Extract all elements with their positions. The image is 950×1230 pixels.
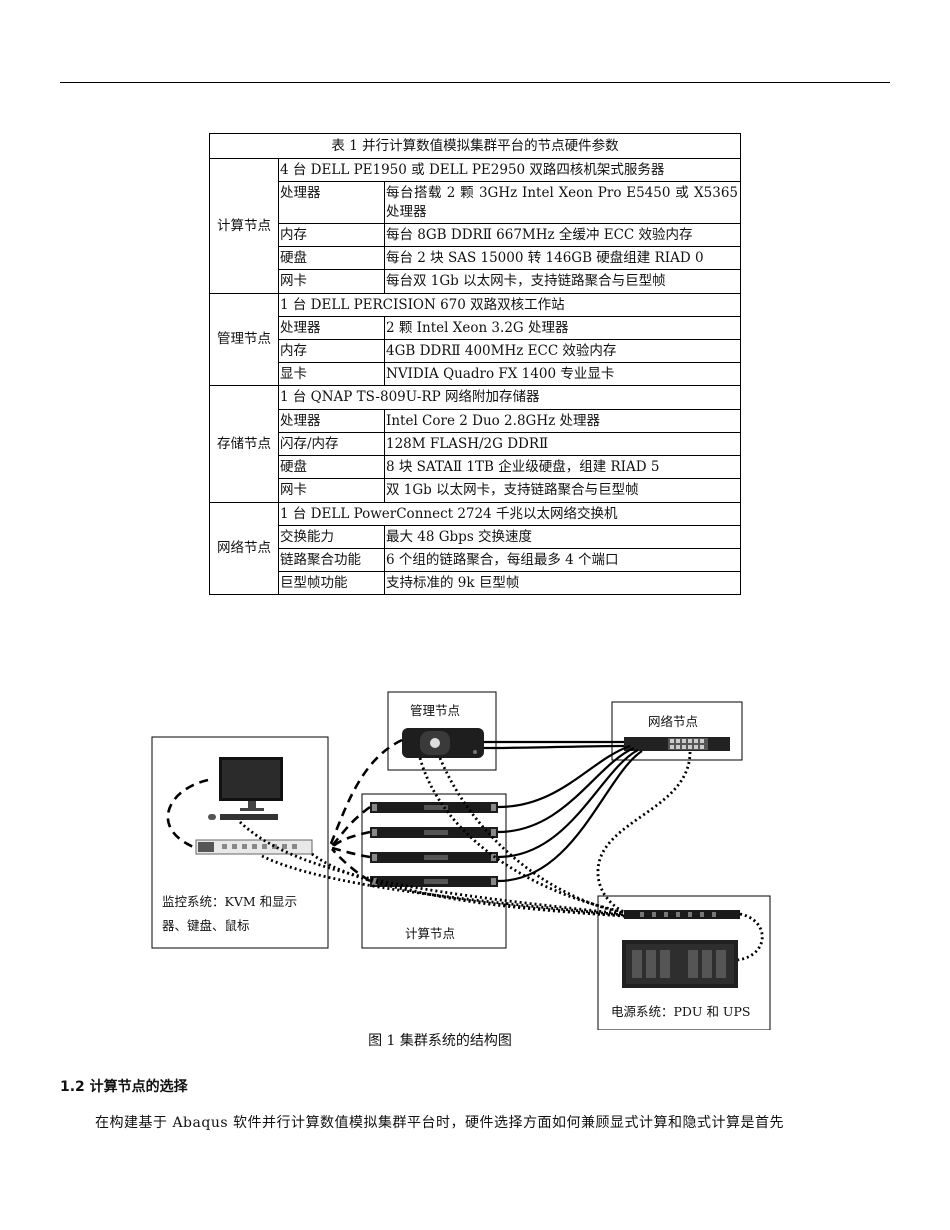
- table-item-cell: 硬盘: [278, 246, 385, 271]
- table-desc-cell: Intel Core 2 Duo 2.8GHz 处理器: [384, 408, 741, 433]
- monitor-system-label: 监控系统：KVM 和显示器、键盘、鼠标: [162, 894, 298, 933]
- figure-caption: 图 1 集群系统的结构图: [368, 1033, 512, 1049]
- table-desc-cell: 支持标准的 9k 巨型帧: [384, 571, 741, 596]
- table-item-cell: 处理器: [278, 315, 385, 340]
- table-item-cell: 交换能力: [278, 524, 385, 549]
- ups-icon: [622, 940, 738, 988]
- management-node-box: [387, 691, 497, 771]
- power-cables: [239, 751, 764, 962]
- table-group-name: 网络节点: [209, 501, 279, 596]
- monitor-icon: [208, 757, 283, 820]
- table-desc-cell: 最大 48 Gbps 交换速度: [384, 524, 741, 549]
- table-desc-cell: 每台 2 块 SAS 15000 转 146GB 硬盘组建 RIAD 0: [384, 246, 741, 271]
- table-group-name: 管理节点: [209, 292, 279, 387]
- switch-icon: [624, 737, 730, 751]
- table-group-name: 计算节点: [209, 158, 279, 294]
- table-item-cell: 链路聚合功能: [278, 547, 385, 573]
- table-group-summary: 1 台 DELL PowerConnect 2724 千兆以太网络交换机: [278, 501, 741, 526]
- network-node-box: [611, 701, 743, 761]
- table-item-cell: 网卡: [278, 478, 385, 503]
- table-group-summary: 1 台 QNAP TS-809U-RP 网络附加存储器: [278, 385, 741, 410]
- table-desc-cell: 每台搭载 2 颗 3GHz Intel Xeon Pro E5450 或 X53…: [384, 181, 741, 224]
- workstation-icon: [402, 728, 484, 758]
- table-group-summary: 1 台 DELL PERCISION 670 双路双核工作站: [278, 292, 741, 317]
- table-item-cell: 网卡: [278, 269, 385, 294]
- table-item-cell: 内存: [278, 338, 385, 364]
- table-item-cell: 显卡: [278, 362, 385, 387]
- table-row: 交换能力最大 48 Gbps 交换速度: [210, 524, 741, 549]
- table-desc-cell: 4GB DDRⅡ 400MHz ECC 效验内存: [384, 338, 741, 364]
- table-row: 网卡双 1Gb 以太网卡，支持链路聚合与巨型帧: [210, 478, 741, 503]
- table-desc-cell: 8 块 SATAⅡ 1TB 企业级硬盘，组建 RIAD 5: [384, 455, 741, 480]
- table-desc-cell: 2 颗 Intel Xeon 3.2G 处理器: [384, 315, 741, 340]
- table-desc-cell: 每台 8GB DDRⅡ 667MHz 全缓冲 ECC 效验内存: [384, 222, 741, 248]
- management-node-label: 管理节点: [410, 703, 461, 718]
- section-title: 1.2 计算节点的选择: [60, 1079, 188, 1095]
- table-row: 处理器每台搭载 2 颗 3GHz Intel Xeon Pro E5450 或 …: [210, 181, 741, 224]
- table-desc-cell: 双 1Gb 以太网卡，支持链路聚合与巨型帧: [384, 478, 741, 503]
- table-item-cell: 处理器: [278, 408, 385, 433]
- power-system-label: 电源系统：PDU 和 UPS: [611, 1004, 751, 1019]
- compute-node-box: [361, 793, 507, 949]
- table-desc-cell: 128M FLASH/2G DDRⅡ: [384, 431, 741, 457]
- table-row: 内存每台 8GB DDRⅡ 667MHz 全缓冲 ECC 效验内存: [210, 222, 741, 248]
- table-item-cell: 硬盘: [278, 455, 385, 480]
- power-system-box: [597, 895, 771, 1030]
- table-row: 巨型帧功能支持标准的 9k 巨型帧: [210, 571, 741, 596]
- table-group-summary: 4 台 DELL PE1950 或 DELL PE2950 双路四核机架式服务器: [278, 158, 741, 183]
- table-item-cell: 处理器: [278, 181, 385, 224]
- pdu-icon: [624, 910, 740, 919]
- compute-node-label: 计算节点: [405, 926, 456, 941]
- kvm-switch-icon: [195, 839, 313, 855]
- header-rule: [60, 82, 890, 83]
- body-paragraph: 在构建基于 Abaqus 软件并行计算数值模拟集群平台时，硬件选择方面如何兼顾显…: [95, 1115, 784, 1131]
- table-desc-cell: 每台双 1Gb 以太网卡，支持链路聚合与巨型帧: [384, 269, 741, 294]
- monitor-system-box: [151, 736, 329, 949]
- table-item-cell: 巨型帧功能: [278, 571, 385, 596]
- table-row: 硬盘每台 2 块 SAS 15000 转 146GB 硬盘组建 RIAD 0: [210, 246, 741, 271]
- table-row: 网卡每台双 1Gb 以太网卡，支持链路聚合与巨型帧: [210, 269, 741, 294]
- table-caption: 表 1 并行计算数值模拟集群平台的节点硬件参数: [209, 132, 741, 160]
- table-desc-cell: NVIDIA Quadro FX 1400 专业显卡: [384, 362, 741, 387]
- kvm-cables: [166, 738, 403, 883]
- network-cables: [483, 740, 643, 883]
- network-node-label: 网络节点: [648, 714, 699, 729]
- table-item-cell: 内存: [278, 222, 385, 248]
- table-group-name: 存储节点: [209, 385, 279, 503]
- cluster-structure-figure: [151, 691, 771, 1030]
- table-item-cell: 闪存/内存: [278, 431, 385, 457]
- table-desc-cell: 6 个组的链路聚合，每组最多 4 个端口: [384, 547, 741, 573]
